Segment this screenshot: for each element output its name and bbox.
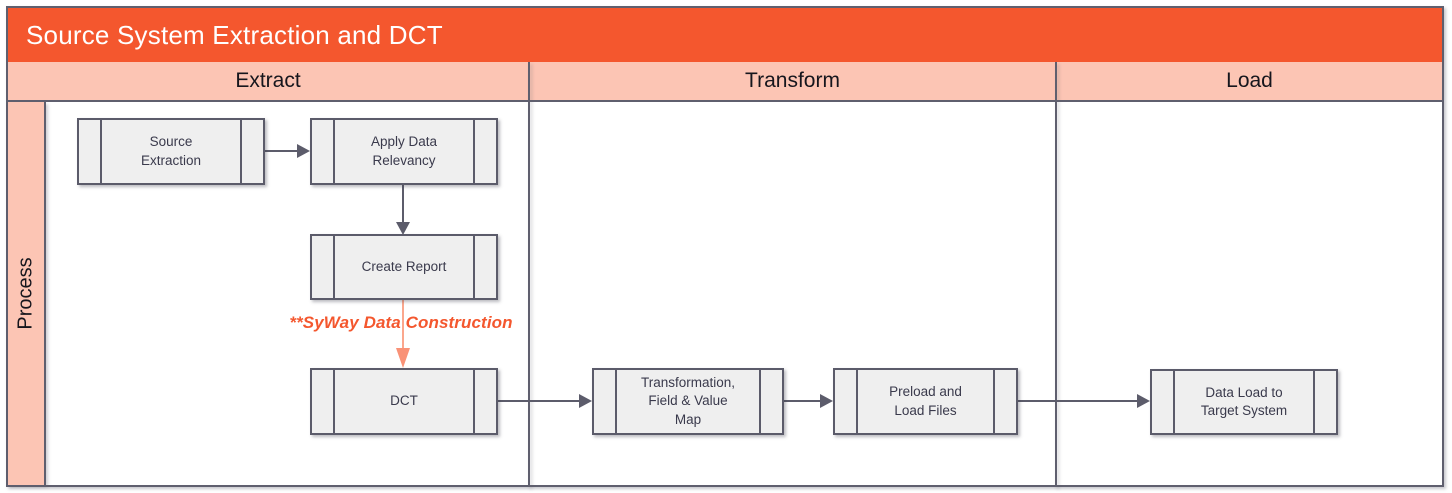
- node-data-load-to-target-system[interactable]: Data Load to Target System: [1150, 369, 1338, 435]
- arrowhead-right-icon: [579, 394, 592, 408]
- connector-transformation-to-preload: [784, 400, 822, 402]
- column-header-transform: Transform: [745, 69, 840, 92]
- header-separator-line: [8, 100, 1442, 102]
- node-label: Transformation, Field & Value Map: [640, 375, 736, 427]
- title-bar: Source System Extraction and DCT: [8, 8, 1442, 62]
- connector-source-to-relevancy: [265, 150, 299, 152]
- node-apply-data-relevancy[interactable]: Apply Data Relevancy: [310, 118, 498, 185]
- predefined-process-line: [615, 370, 617, 433]
- process-lane: Process: [8, 102, 46, 485]
- node-dct[interactable]: DCT: [310, 368, 498, 435]
- predefined-process-line: [333, 236, 335, 298]
- column-divider-extract-transform: [528, 62, 530, 487]
- predefined-process-line: [856, 370, 858, 433]
- column-header-extract: Extract: [235, 69, 301, 92]
- node-preload-and-load-files[interactable]: Preload and Load Files: [833, 368, 1018, 435]
- predefined-process-line: [993, 370, 995, 433]
- column-header-load: Load: [1226, 69, 1273, 92]
- process-lane-label: Process: [14, 257, 37, 330]
- arrowhead-right-icon: [297, 144, 310, 158]
- arrowhead-right-icon: [820, 394, 833, 408]
- predefined-process-line: [759, 370, 761, 433]
- predefined-process-line: [473, 236, 475, 298]
- diagram-title: Source System Extraction and DCT: [26, 19, 443, 50]
- arrowhead-down-soft-icon: [396, 348, 410, 368]
- node-label: Data Load to Target System: [1200, 384, 1288, 418]
- predefined-process-line: [240, 120, 242, 183]
- connector-dct-to-transformation: [497, 400, 581, 402]
- predefined-process-line: [333, 370, 335, 433]
- connector-preload-to-dataload: [1018, 400, 1138, 402]
- predefined-process-line: [1313, 371, 1315, 433]
- predefined-process-line: [333, 120, 335, 183]
- column-header-band: [8, 62, 1442, 100]
- node-source-extraction[interactable]: Source Extraction: [77, 118, 265, 185]
- node-create-report[interactable]: Create Report: [310, 234, 498, 300]
- node-transformation-field-value-map[interactable]: Transformation, Field & Value Map: [592, 368, 784, 435]
- predefined-process-line: [473, 120, 475, 183]
- node-label: DCT: [390, 393, 418, 409]
- node-label: Apply Data Relevancy: [370, 134, 438, 168]
- column-divider-transform-load: [1055, 62, 1057, 487]
- connector-relevancy-to-report: [402, 185, 404, 225]
- node-label: Source Extraction: [140, 134, 202, 168]
- predefined-process-line: [100, 120, 102, 183]
- syway-annotation: **SyWay Data Construction: [289, 313, 513, 332]
- arrowhead-right-icon: [1137, 394, 1150, 408]
- arrowhead-down-icon: [396, 222, 410, 235]
- node-label: Create Report: [361, 258, 447, 274]
- node-label: Preload and Load Files: [889, 384, 962, 418]
- connector-report-to-dct: [402, 300, 404, 350]
- predefined-process-line: [473, 370, 475, 433]
- predefined-process-line: [1173, 371, 1175, 433]
